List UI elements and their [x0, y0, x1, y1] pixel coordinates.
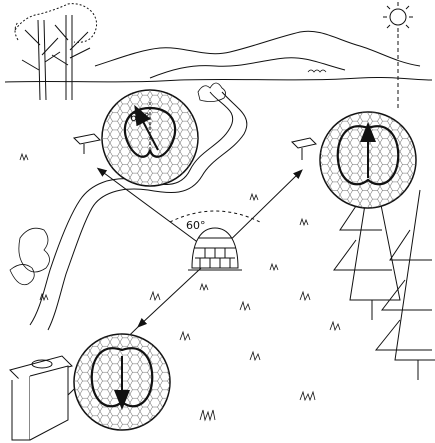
feeder-right	[292, 138, 316, 160]
comb-dial-bottom-left	[72, 332, 172, 432]
angle-label-top-left: 60°	[130, 111, 150, 124]
comb-dial-top-left: 60°	[100, 88, 200, 188]
mountains	[5, 31, 432, 82]
angle-label-center: 60°	[186, 219, 206, 232]
feeder-top-left	[74, 134, 100, 154]
comb-dial-right	[318, 110, 418, 210]
feeder-bottom-left	[10, 356, 72, 440]
beehive	[188, 228, 242, 270]
sun-icon	[383, 2, 413, 32]
birch-trees	[15, 4, 97, 100]
angle-arc-center	[170, 211, 260, 222]
